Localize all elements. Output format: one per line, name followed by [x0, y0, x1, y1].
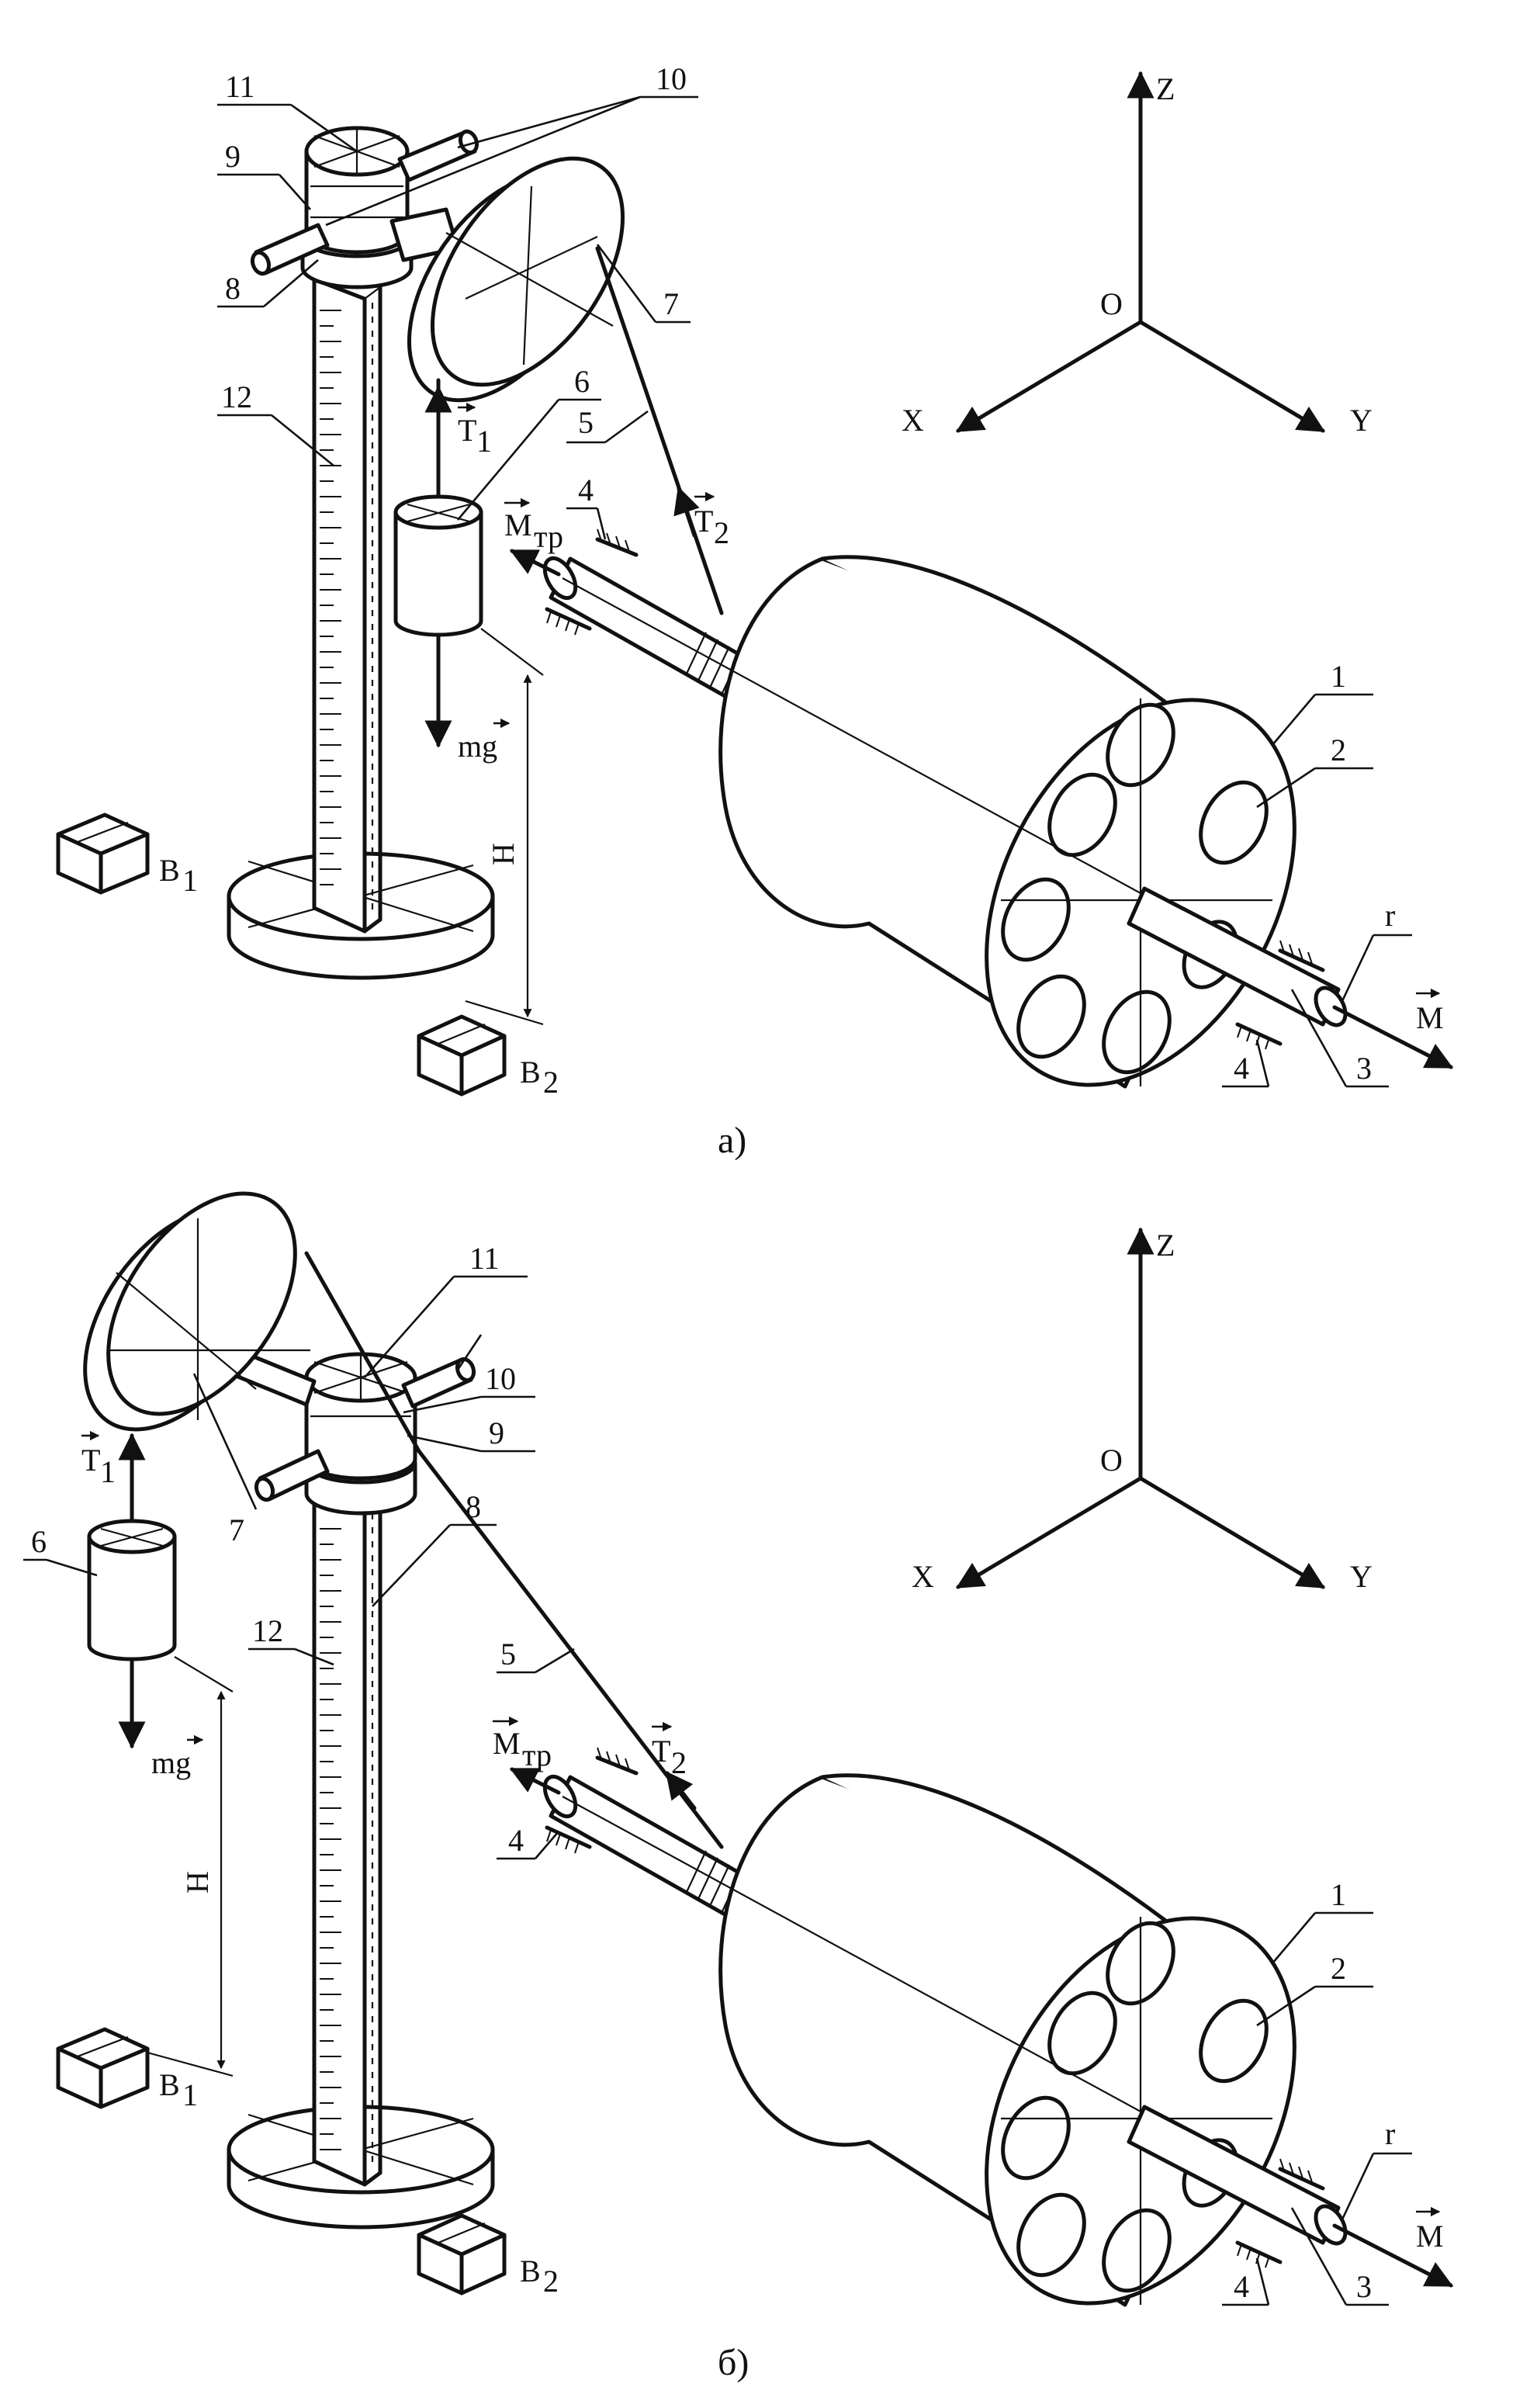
pulley-b	[83, 1191, 310, 1432]
label-b2: B	[520, 1055, 541, 1090]
callout-11: 11	[469, 1241, 500, 1276]
callout-5: 5	[500, 1637, 516, 1672]
label-r: r	[1385, 2116, 1395, 2151]
callout-9: 9	[489, 1415, 504, 1450]
height-h-a: H	[465, 628, 544, 1026]
svg-text:тр: тр	[534, 519, 563, 554]
vector-m: M	[1416, 1000, 1444, 1035]
callouts-a: 11 10 9 8 7 6 5 12 4 1 2 3 4 r	[217, 61, 1412, 1088]
label-h: H	[486, 843, 521, 865]
axis-label-x: X	[912, 1559, 934, 1594]
vector-mtr: M	[493, 1726, 521, 1761]
sensors-b: B 1 B 2	[56, 2027, 559, 2299]
svg-text:2: 2	[543, 2264, 559, 2299]
callout-3: 3	[1356, 1051, 1372, 1086]
axis-label-z: Z	[1156, 1228, 1175, 1263]
callout-6: 6	[574, 364, 590, 399]
vector-mtr: M	[504, 508, 532, 542]
vector-t2: T	[694, 504, 713, 539]
vector-m: M	[1416, 2219, 1444, 2254]
callout-7: 7	[229, 1512, 244, 1547]
callout-2: 2	[1331, 733, 1346, 767]
label-b1: B	[159, 2067, 180, 2102]
svg-text:1: 1	[100, 1454, 116, 1489]
callout-9: 9	[225, 139, 241, 174]
callout-4b: 4	[1234, 2269, 1249, 2304]
svg-text:1: 1	[476, 424, 492, 459]
callout-1: 1	[1331, 659, 1346, 694]
axis-label-o: O	[1100, 1443, 1123, 1478]
axis-label-o: O	[1100, 286, 1123, 321]
callout-3: 3	[1356, 2269, 1372, 2304]
vector-labels-b: T 1 T 2 M тр M mg	[81, 1430, 1444, 2254]
x-axis-line	[955, 320, 1143, 433]
callout-5: 5	[578, 405, 594, 440]
callout-8: 8	[225, 271, 241, 306]
y-axis-line	[1138, 320, 1326, 433]
axis-label-y: Y	[1350, 1559, 1373, 1594]
pulley-a	[407, 156, 625, 403]
svg-text:2: 2	[671, 1745, 687, 1780]
svg-text:тр: тр	[522, 1738, 552, 1772]
vector-labels-a: T 1 T 2 M тр M mg	[458, 402, 1444, 1035]
callout-4a: 4	[508, 1823, 524, 1858]
vector-mg: mg	[458, 729, 497, 764]
callout-12: 12	[221, 379, 252, 414]
vector-t1: T	[458, 413, 476, 448]
figure-b: Z O X Y	[23, 1191, 1454, 2383]
thread-weight-b	[87, 1251, 724, 1849]
callout-6: 6	[31, 1524, 47, 1559]
axis-label-y: Y	[1350, 403, 1373, 438]
vector-t1: T	[81, 1443, 100, 1478]
callout-2: 2	[1331, 1951, 1346, 1986]
label-b2: B	[520, 2254, 541, 2288]
svg-text:1: 1	[182, 2077, 198, 2112]
callout-12: 12	[252, 1613, 283, 1648]
thread-weight-a	[393, 246, 724, 748]
axes-a: Z O X Y	[902, 71, 1373, 438]
axes-b: Z O X Y	[912, 1227, 1373, 1594]
figure-a: Z O X Y	[56, 61, 1454, 1161]
callout-10: 10	[656, 61, 687, 96]
callout-4b: 4	[1234, 1051, 1249, 1086]
caption-a: а)	[718, 1120, 746, 1161]
label-h: H	[180, 1871, 215, 1893]
column-a	[312, 277, 383, 934]
vector-t2: T	[652, 1734, 670, 1769]
label-r: r	[1385, 898, 1395, 933]
callout-4a: 4	[578, 473, 594, 508]
drum-b	[509, 1747, 1454, 2307]
label-b1: B	[159, 853, 180, 888]
callout-7: 7	[663, 286, 679, 321]
caption-b: б)	[718, 2342, 749, 2383]
svg-text:1: 1	[182, 863, 198, 898]
svg-text:2: 2	[714, 515, 729, 550]
svg-text:2: 2	[543, 1065, 559, 1100]
drum-a	[509, 528, 1454, 1089]
sensors-a: B 1 B 2	[56, 812, 559, 1100]
height-h-b: H	[147, 1656, 234, 2077]
callout-10: 10	[485, 1361, 516, 1396]
vector-mg: mg	[151, 1745, 191, 1780]
callout-1: 1	[1331, 1877, 1346, 1912]
column-b	[312, 1488, 383, 2187]
callout-11: 11	[225, 69, 255, 104]
callout-8: 8	[466, 1489, 481, 1524]
callouts-b: 11 10 9 8 7 6 5 12 4 1 2 3 4 r	[23, 1241, 1412, 2306]
axis-label-x: X	[902, 403, 924, 438]
axis-label-z: Z	[1156, 71, 1175, 106]
